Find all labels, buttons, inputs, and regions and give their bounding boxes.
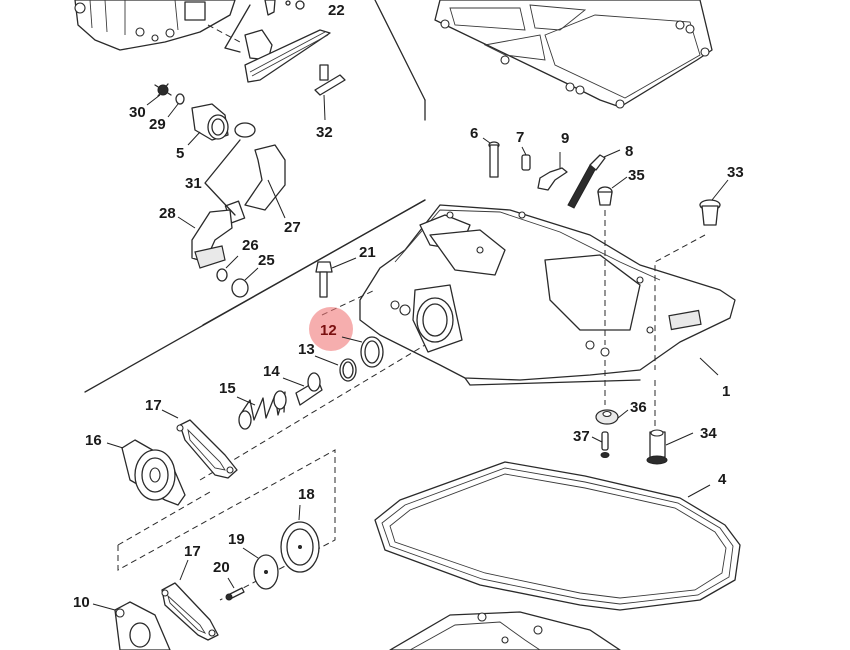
callout-18[interactable]: 18 xyxy=(298,486,315,503)
part-4-oil-pan-gasket xyxy=(374,461,741,611)
callout-16[interactable]: 16 xyxy=(85,432,102,449)
part-1-housing xyxy=(359,204,736,386)
bottom-gasket-partial xyxy=(389,611,621,650)
callout-25[interactable]: 25 xyxy=(258,252,275,269)
callout-12[interactable]: 12 xyxy=(320,322,337,339)
callout-37[interactable]: 37 xyxy=(573,428,590,445)
part-28-elbow xyxy=(177,209,233,269)
callout-13[interactable]: 13 xyxy=(298,341,315,358)
callout-26[interactable]: 26 xyxy=(242,237,259,254)
section-divider-lines xyxy=(84,0,426,393)
parts-18-19-20 xyxy=(225,504,320,601)
callout-35[interactable]: 35 xyxy=(628,167,645,184)
callout-21[interactable]: 21 xyxy=(359,244,376,261)
callout-6[interactable]: 6 xyxy=(470,125,478,142)
callout-36[interactable]: 36 xyxy=(630,399,647,416)
part-21-bolt xyxy=(315,257,357,298)
part-17-gasket-upper xyxy=(161,409,238,479)
callout-29[interactable]: 29 xyxy=(149,116,166,133)
callout-labels: 1 4 5 6 7 8 9 10 12 13 14 15 16 17 17 18… xyxy=(73,2,744,611)
callout-8[interactable]: 8 xyxy=(625,143,633,160)
part-17-gasket-lower xyxy=(161,559,219,641)
callout-28[interactable]: 28 xyxy=(159,205,176,222)
callout-14[interactable]: 14 xyxy=(263,363,280,380)
part-12-highlight[interactable] xyxy=(309,307,353,351)
top-gasket xyxy=(434,0,713,109)
callout-20[interactable]: 20 xyxy=(213,559,230,576)
part-16-cover xyxy=(106,439,186,506)
part-15-spring xyxy=(238,390,287,430)
callout-1[interactable]: 1 xyxy=(722,383,730,400)
callout-5[interactable]: 5 xyxy=(176,145,184,162)
callout-17-upper[interactable]: 17 xyxy=(145,397,162,414)
callout-10[interactable]: 10 xyxy=(73,594,90,611)
callout-15[interactable]: 15 xyxy=(219,380,236,397)
callout-27[interactable]: 27 xyxy=(284,219,301,236)
callout-9[interactable]: 9 xyxy=(561,130,569,147)
callout-17-lower[interactable]: 17 xyxy=(184,543,201,560)
seal-spring-stack xyxy=(236,336,384,430)
parts-26-25 xyxy=(216,255,259,298)
small-fittings-top xyxy=(482,137,729,226)
callout-19[interactable]: 19 xyxy=(228,531,245,548)
part-32-fitting xyxy=(314,64,346,121)
engine-block-partial xyxy=(74,0,241,51)
callout-4[interactable]: 4 xyxy=(718,471,727,488)
assembly-guide-lines xyxy=(117,210,706,601)
callout-7[interactable]: 7 xyxy=(516,129,524,146)
part-10-housing xyxy=(92,601,171,650)
part-22-intake xyxy=(224,0,331,83)
callout-32[interactable]: 32 xyxy=(316,124,333,141)
parts-30-29-5 xyxy=(146,83,229,146)
callout-31[interactable]: 31 xyxy=(185,175,202,192)
drain-plugs xyxy=(591,409,694,465)
callout-34[interactable]: 34 xyxy=(700,425,717,442)
callout-33[interactable]: 33 xyxy=(727,164,744,181)
callout-30[interactable]: 30 xyxy=(129,104,146,121)
callout-22[interactable]: 22 xyxy=(328,2,345,19)
